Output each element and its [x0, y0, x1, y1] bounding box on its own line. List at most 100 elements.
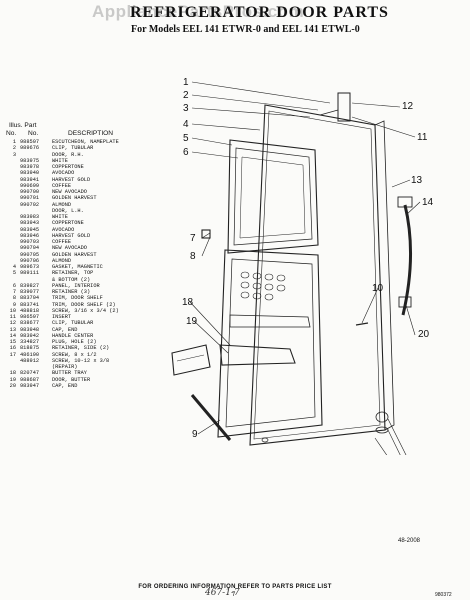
table-row: (REPAIR)	[4, 364, 172, 370]
part-description: RETAINER, TOP	[52, 270, 94, 277]
table-row: 1 988507 ESCUTCHEON, NAMEPLATE	[4, 139, 172, 145]
part-description: AVOCADO	[52, 226, 75, 233]
part-number: 990699	[20, 182, 40, 189]
part-number: 990702	[20, 201, 40, 208]
part-description: SCREW, 8 x 1/2	[52, 351, 97, 358]
part-description: TRIM, DOOR SHELF (2)	[52, 301, 116, 308]
part-description: GOLDEN HARVEST	[52, 251, 97, 258]
part-description: ESCUTCHEON, NAMEPLATE	[52, 139, 119, 145]
illus-number: 6	[12, 282, 16, 289]
cap-end-left	[201, 229, 211, 239]
part-number: 839077	[20, 289, 40, 295]
callout-14: 14	[422, 197, 434, 208]
illus-number: 14	[9, 332, 16, 339]
part-number: 989676	[20, 145, 40, 152]
part-description: SCREW, 10-12 x 3/8	[52, 357, 110, 364]
page-subtitle: For Models EEL 141 ETWR-0 and EEL 141 ET…	[131, 24, 360, 35]
part-description: COFFEE	[52, 182, 72, 189]
part-description: COFFEE	[52, 239, 72, 245]
callout-20: 20	[418, 329, 430, 340]
part-description: & BOTTOM (2)	[52, 276, 91, 283]
diagram-code: 48-2008	[398, 538, 421, 544]
part-description: RETAINER, SIDE (2)	[52, 345, 110, 352]
illus-number: 7	[12, 289, 16, 295]
door-handle	[401, 204, 413, 316]
illus-number: 4	[12, 264, 16, 270]
part-number: 988507	[20, 139, 40, 145]
illus-number: 10	[9, 307, 16, 314]
page-code: 980372	[435, 592, 452, 598]
part-number: 838677	[20, 320, 40, 327]
part-description: ALMOND	[52, 257, 72, 264]
part-number: 883741	[20, 301, 40, 308]
illus-number: 19	[9, 376, 16, 383]
part-number: 983946	[20, 232, 40, 239]
nameplate-panel	[171, 344, 211, 376]
illus-number: 13	[9, 326, 16, 333]
part-number: 986597	[20, 314, 40, 320]
part-description: GOLDEN HARVEST	[52, 195, 97, 202]
part-number: 983945	[20, 226, 40, 233]
callout-10: 10	[372, 283, 384, 294]
callout-18: 18	[182, 297, 194, 308]
page-title: REFRIGERATOR DOOR PARTS	[130, 4, 389, 21]
part-description: TRIM, DOOR SHELF	[52, 295, 103, 302]
illus-number: 18	[9, 370, 16, 377]
part-number: 983941	[20, 176, 40, 183]
part-number: 990703	[20, 239, 40, 245]
illus-number: 5	[12, 270, 16, 277]
part-description: NEW AVOCADO	[52, 245, 87, 252]
callout-4: 4	[183, 119, 189, 130]
part-description: GASKET, MAGNETIC	[52, 264, 103, 270]
illus-number: 1	[12, 139, 16, 145]
callout-9: 9	[192, 429, 198, 440]
part-number: 990701	[20, 195, 40, 202]
part-number: 839827	[20, 282, 40, 289]
callout-8: 8	[190, 251, 196, 262]
watermark: AppliancePartsPros.com	[92, 2, 305, 21]
illus-number: 12	[9, 320, 16, 327]
part-description: SCREW, 3/16 x 3/4 (2)	[52, 307, 119, 314]
part-number: 990700	[20, 189, 40, 195]
part-number: 883704	[20, 295, 40, 302]
table-row: 990702 ALMOND	[4, 202, 172, 208]
part-description: ALMOND	[52, 201, 72, 208]
callout-11: 11	[417, 132, 428, 143]
callout-1: 1	[183, 77, 189, 88]
part-description: HANDLE CENTER	[52, 332, 94, 339]
parts-table: Illus. Part No. No. DESCRIPTION 1 988507 E…	[4, 122, 172, 389]
exploded-door-diagram: 1 2 3 4 5 6 12 11 13 14 10 20 7 8 18 19 …	[171, 77, 434, 455]
part-description: DOOR, R.H.	[52, 151, 84, 158]
handwritten-note: 467-1-7	[205, 588, 240, 598]
header-no: No.	[6, 130, 17, 137]
callout-19: 19	[186, 316, 198, 327]
table-row: 990699 COFFEE	[4, 183, 172, 189]
butter-tray	[219, 344, 296, 366]
parts-table-header: Illus. Part No. No. DESCRIPTION	[4, 122, 172, 138]
part-description: INSERT	[52, 314, 72, 320]
callout-6: 6	[183, 147, 189, 158]
callout-5: 5	[183, 133, 189, 144]
